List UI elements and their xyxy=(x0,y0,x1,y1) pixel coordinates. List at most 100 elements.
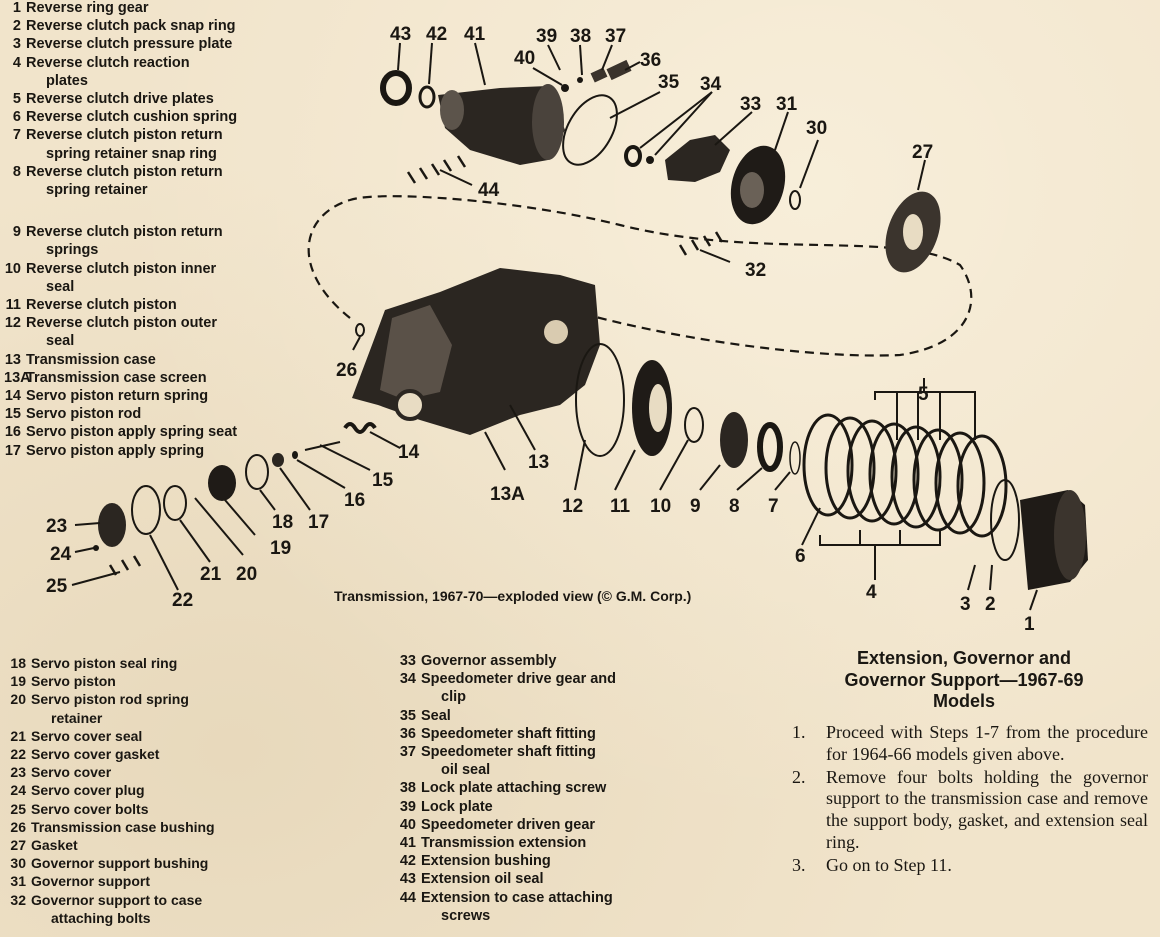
legend-text: Transmission case bushing xyxy=(31,818,266,836)
heading-line: Governor Support—1967-69 xyxy=(844,669,1084,690)
callout-number: 7 xyxy=(768,496,779,517)
legend-line: Reverse clutch reaction xyxy=(26,54,190,71)
legend-line: Speedometer drive gear and xyxy=(421,671,617,688)
callout-number: 13 xyxy=(528,452,549,473)
legend-item: 30 Governor support bushing xyxy=(4,854,266,872)
legend-text: Servo cover seal xyxy=(31,727,266,745)
callout-number: 16 xyxy=(344,490,365,511)
legend-line: Reverse clutch piston inner xyxy=(26,260,217,277)
callout-number: 38 xyxy=(570,26,591,47)
legend-text: Governor support bushing xyxy=(31,854,266,872)
legend-line: Speedometer shaft fitting xyxy=(421,744,596,761)
legend-line: retainer xyxy=(51,709,103,726)
legend-item: 14 Servo piston return spring xyxy=(4,387,266,405)
legend-number: 30 xyxy=(10,855,26,872)
legend-number: 34 xyxy=(399,671,416,688)
callout-number: 8 xyxy=(729,496,740,517)
legend-number: 1 xyxy=(12,0,21,16)
legend-number: 16 xyxy=(4,424,21,441)
heading-line: Models xyxy=(932,691,995,711)
legend-number: 2 xyxy=(12,18,21,35)
legend-line: Reverse clutch cushion spring xyxy=(26,109,238,126)
callout-number: 5 xyxy=(918,384,929,405)
legend-line: screws xyxy=(441,907,491,924)
callout-number: 12 xyxy=(562,496,583,517)
callout-number: 3 xyxy=(960,594,971,615)
legend-line: Transmission case screen xyxy=(26,369,207,386)
legend-line: Servo cover gasket xyxy=(31,746,160,763)
legend-line: Extension oil seal xyxy=(421,871,544,888)
legend-item: 41 Transmission extension xyxy=(386,834,661,852)
legend-text: Servo piston rod xyxy=(26,405,266,423)
legend-number: 20 xyxy=(10,691,26,708)
legend-text: Reverse clutch pack snap ring xyxy=(26,17,266,35)
legend-text: Lock plate attaching screw xyxy=(421,779,661,797)
legend-line: Servo piston return spring xyxy=(26,388,209,405)
legend-line: Gasket xyxy=(31,837,78,854)
callout-number: 44 xyxy=(478,180,500,201)
legend-text: Servo piston return spring xyxy=(26,387,266,405)
legend-number: 37 xyxy=(399,744,416,761)
legend-line: Servo piston rod spring xyxy=(31,691,189,708)
callout-number: 36 xyxy=(640,50,661,71)
legend-text: Gasket xyxy=(31,836,266,854)
legend-item: 1 Reverse ring gear xyxy=(4,0,266,17)
legend-line: Reverse clutch pressure plate xyxy=(26,36,233,53)
legend-line: Servo piston apply spring xyxy=(26,442,205,459)
legend-number: 31 xyxy=(10,873,26,890)
legend-line: Reverse ring gear xyxy=(26,0,149,16)
legend-line: Servo piston xyxy=(31,673,116,690)
legend-line: Reverse clutch piston return xyxy=(26,224,223,241)
legend-item: 26 Transmission case bushing xyxy=(4,818,266,836)
callout-number: 43 xyxy=(390,24,411,45)
step-number: 2. xyxy=(792,766,806,787)
callout-number: 17 xyxy=(308,512,329,533)
legend-line: Reverse clutch drive plates xyxy=(26,91,214,108)
legend-number: 21 xyxy=(10,727,26,744)
legend-number: 41 xyxy=(399,835,416,852)
legend-line: Transmission extension xyxy=(421,835,587,852)
legend-text: Governor support xyxy=(31,872,266,890)
legend-number: 14 xyxy=(4,388,21,405)
legend-text: Transmission case screen xyxy=(26,369,266,387)
legend-text: Speedometer shaft fitting xyxy=(421,725,661,743)
callout-number: 19 xyxy=(270,538,291,559)
legend-number: 40 xyxy=(399,816,416,833)
callout-number: 24 xyxy=(50,544,72,565)
legend-number: 38 xyxy=(399,780,416,797)
step-text: Go on to Step 11. xyxy=(826,854,952,875)
heading-line: Extension, Governor and xyxy=(856,648,1072,668)
legend-number: 26 xyxy=(10,818,26,835)
parts-legend-top: 1 Reverse ring gear 2 Reverse clutch pack s… xyxy=(4,0,266,460)
legend-number: 15 xyxy=(4,406,21,423)
callout-number: 6 xyxy=(795,546,806,567)
legend-text: Reverse clutch piston xyxy=(26,296,266,314)
legend-number: 5 xyxy=(12,91,21,108)
legend-text: Transmission extension xyxy=(421,834,661,852)
legend-line: Extension to case attaching xyxy=(421,889,613,906)
legend-text: Servo cover gasket xyxy=(31,745,266,763)
procedure-step: 3. Go on to Step 11. xyxy=(792,855,1148,877)
legend-number: 4 xyxy=(12,54,21,71)
legend-line: Reverse clutch piston return xyxy=(26,163,223,180)
legend-text: Governor assembly xyxy=(421,652,661,670)
